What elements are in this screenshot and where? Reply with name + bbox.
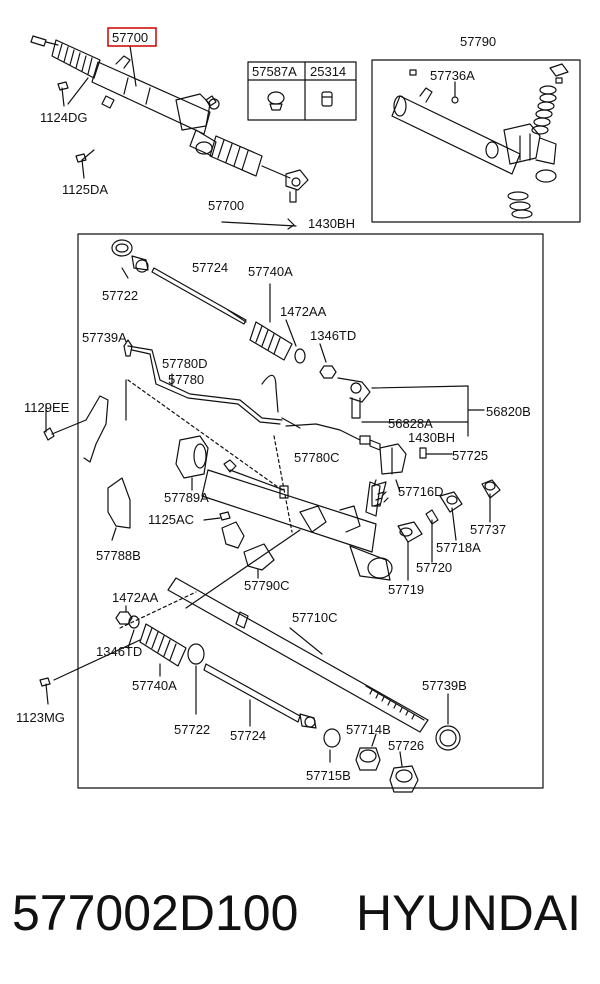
bushing-shape (175, 435, 209, 491)
highlight-box (107, 27, 157, 47)
label-yoke-guide: 57719 (388, 582, 424, 597)
label-pipe-c: 57780C (294, 450, 340, 465)
label-snap-ring: 57715B (306, 768, 351, 783)
label-bolt-mid: 1125AC (148, 512, 194, 527)
label-clip-top: 1346TD (310, 328, 356, 343)
guide-lines (119, 379, 293, 629)
label-top-highlight: 57700 (112, 30, 148, 45)
rack-bar-shape (167, 529, 429, 733)
label-valve: 57725 (452, 448, 488, 463)
snap-ring-shape (323, 728, 341, 748)
label-top-bolt-a: 1124DG (40, 110, 87, 125)
label-top-main: 57700 (208, 198, 244, 213)
label-pipe-d: 57780D (162, 356, 208, 371)
tie-rod-bottom-shape (203, 663, 317, 729)
boot-top-shape (249, 283, 306, 364)
label-bolt-left: 1129EE (24, 400, 70, 415)
label-ring-bottom: 57722 (174, 722, 210, 737)
label-yoke: 57716D (398, 484, 444, 499)
bottom-boot-shape (115, 605, 187, 677)
label-bush-bottom: 57726 (388, 738, 424, 753)
label-inset-a: 57587A (252, 64, 297, 79)
bracket-mid-shape (243, 543, 275, 579)
label-seal-bottom: 57739B (422, 678, 467, 693)
label-pipe-left: 57739A (82, 330, 127, 345)
label-tie-rod-top: 57724 (192, 260, 228, 275)
main-exploded-frame (77, 233, 544, 789)
label-boot-top: 57740A (248, 264, 293, 279)
pipe-assembly-shape (123, 339, 371, 445)
label-tie-end-assembly: 56820B (486, 404, 531, 419)
label-bolt-bottom: 1123MG (16, 710, 65, 725)
part-number: 577002D100 (12, 885, 299, 941)
tie-rod-top-shape (121, 255, 247, 325)
label-boot-bottom: 57740A (132, 678, 177, 693)
valve-shape (379, 443, 453, 475)
bolt-mid-shape (203, 511, 245, 549)
ring-top-shape (111, 239, 133, 257)
inset-table (247, 61, 357, 121)
label-clamp-bottom: 1472AA (112, 590, 159, 605)
label-yoke-spring: 57718A (436, 540, 481, 555)
bolt-left-shape (43, 395, 109, 463)
clip-top-shape (319, 365, 337, 379)
label-top-right-assembly: 57790 (460, 34, 496, 49)
label-nut-mid: 1430BH (408, 430, 455, 445)
label-clamp-top: 1472AA (280, 304, 327, 319)
top-bolt-a-drawing (57, 77, 89, 107)
top-bolt-b-drawing (75, 149, 95, 179)
gear-housing-shape (201, 459, 393, 581)
label-top-nut: 1430BH (308, 216, 355, 231)
parts-diagram: 57700 1124DG 1125DA 57587A 25314 57790 5… (16, 27, 581, 793)
bracket-left-shape (107, 477, 131, 541)
yoke-parts-shape (371, 479, 501, 581)
bottom-seals-shape (355, 693, 461, 793)
label-tie-end-sub: 56828A (388, 416, 433, 431)
label-yoke-plug: 57737 (470, 522, 506, 537)
top-rack-assembly-drawing (30, 35, 309, 203)
label-bracket-left: 57788B (96, 548, 141, 563)
top-right-box (371, 59, 581, 223)
caption-bar: 577002D100 HYUNDAI (0, 868, 600, 958)
label-clip-bottom: 1346TD (96, 644, 142, 659)
brand-name: HYUNDAI (356, 885, 582, 941)
label-bracket-mid: 57790C (244, 578, 290, 593)
ring-bottom-shape (187, 643, 205, 665)
label-oring-bottom: 57714B (346, 722, 391, 737)
tie-rod-end-shape (337, 377, 485, 451)
label-top-right-clip: 57736A (430, 68, 475, 83)
label-yoke-nut: 57720 (416, 560, 452, 575)
bolt-bottom-shape (39, 639, 141, 705)
label-inset-b: 25314 (310, 64, 346, 79)
label-rack-bar: 57710C (292, 610, 338, 625)
label-top-bolt-b: 1125DA (62, 182, 108, 197)
label-pipe-main: 57780 (168, 372, 204, 387)
label-bushing: 57789A (164, 490, 209, 505)
label-tie-rod-bottom: 57724 (230, 728, 266, 743)
label-ring-top: 57722 (102, 288, 138, 303)
